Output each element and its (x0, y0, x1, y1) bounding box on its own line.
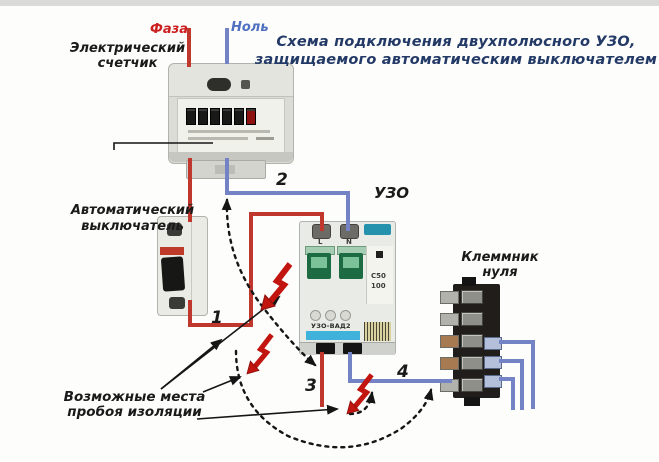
dashed-curve-top (221, 198, 317, 367)
wire-number-2: 2 (276, 170, 288, 190)
terminal-contact (461, 334, 483, 348)
diagram-title-line1: Схема подключения двухполюсного УЗО, (276, 34, 636, 50)
dashed-curve-small (348, 391, 376, 416)
terminal-tab (440, 313, 459, 326)
rcd-bottom-terminal-n (343, 343, 362, 354)
meter-label-line2: счетчик (97, 56, 158, 71)
rcd-rating-panel: C50 100 (366, 246, 393, 304)
breaker-label: Автоматический выключатель (55, 203, 210, 235)
meter-fineprint (188, 137, 248, 140)
lightning-bolts (246, 262, 374, 415)
arrow-to-bolt-2 (202, 376, 242, 393)
rcd-model-text: УЗО-ВАД2 (311, 322, 351, 330)
lightning-bolt-icon (346, 373, 374, 415)
meter-label-line1: Электрический (69, 41, 186, 56)
terminal-connector (484, 375, 502, 388)
terminal-tab (440, 291, 459, 304)
wire-number-4: 4 (397, 362, 409, 382)
diagram-title-line2: защищаемого автоматическим выключателем (254, 52, 658, 68)
neutral-branch-wire-2 (499, 359, 524, 410)
terminal-contact (461, 312, 483, 326)
breakdown-points-label: Возможные места пробоя изоляции (57, 390, 212, 420)
wire-number-1: 1 (211, 308, 223, 328)
terminal-tab (440, 357, 459, 370)
phase-wire-label: Фаза (150, 22, 188, 37)
neutral-wire-meter-to-rcd (225, 158, 350, 231)
rcd-barcode-label (364, 322, 391, 341)
meter-screw (241, 80, 250, 89)
arrow-to-bolt-3 (196, 404, 339, 420)
rcd-terminal-n-label: N (346, 238, 352, 246)
meter-seal-screw (207, 78, 231, 91)
neutral-wire-rcd-to-block (348, 352, 452, 383)
rcd-brand-stripe (306, 331, 360, 340)
terminal-block-label-line1: Клеммник (461, 250, 539, 265)
breaker-bottom-terminal (169, 297, 185, 309)
rcd-rating-text: C50 (371, 272, 386, 280)
rcd-bottom-terminal-l (316, 343, 335, 354)
terminal-contact (461, 290, 483, 304)
terminal-contact (461, 378, 483, 392)
meter-pointer-line (113, 142, 213, 150)
meter-label: Электрический счетчик (50, 41, 205, 71)
dashed-curve-bottom (234, 349, 434, 449)
meter-counter (186, 108, 256, 125)
neutral-branch-wire-3 (499, 377, 515, 410)
breakdown-label-line1: Возможные места (63, 389, 206, 405)
diagram-title: Схема подключения двухполюсного УЗО, защ… (253, 33, 659, 69)
rcd-label: УЗО (374, 184, 409, 202)
meter-faceplate (177, 98, 285, 154)
neutral-branch-wire-1 (499, 340, 535, 409)
breaker-label-line1: Автоматический (70, 203, 195, 218)
top-edge-band (0, 0, 659, 6)
rcd-terminal-l-label: L (318, 238, 323, 246)
terminal-block-label-line2: нуля (482, 265, 518, 280)
breakdown-label-line2: пробоя изоляции (67, 404, 202, 420)
meter-fineprint (188, 130, 270, 133)
terminal-tab (440, 335, 459, 348)
wire-number-3: 3 (305, 376, 317, 396)
breaker-label-line2: выключатель (81, 219, 184, 234)
breaker-brand-label (160, 247, 184, 255)
lightning-bolt-icon (260, 262, 293, 311)
meter-terminal-cover (169, 64, 293, 97)
terminal-contact (461, 356, 483, 370)
lightning-bolt-icon (246, 333, 274, 375)
rcd-rocker-right (339, 253, 363, 279)
breaker-top-terminal (167, 223, 182, 236)
neutral-wires (225, 28, 535, 410)
neutral-terminal-block (440, 277, 536, 407)
terminal-block-label: Клеммник нуля (450, 250, 550, 280)
meter-bottom-cover (169, 152, 293, 162)
rcd-brand-logo (364, 224, 391, 235)
circuit-breaker (157, 216, 208, 316)
electric-meter (168, 63, 294, 164)
neutral-wire-label: Ноль (231, 20, 269, 35)
rcd-trip-current-text: 100 (371, 282, 386, 290)
rcd-indicator (376, 251, 383, 258)
meter-fineprint (256, 137, 274, 140)
